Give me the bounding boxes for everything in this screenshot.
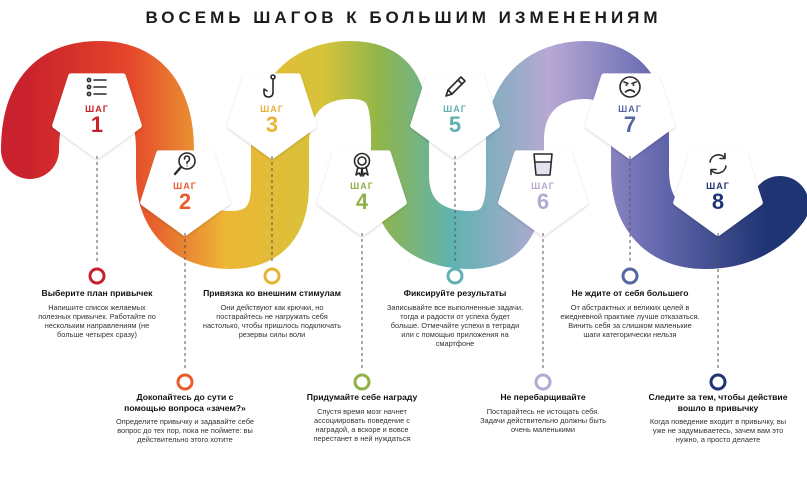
step-8-pentagon (673, 150, 763, 236)
question-magnifier-icon (172, 151, 198, 182)
step-6-label: ШАГ 6 (513, 181, 573, 213)
sad-face-icon (617, 74, 643, 105)
step-3-description: Привязка ко внешним стимулам Они действу… (202, 288, 342, 339)
step-7-label: ШАГ 7 (600, 104, 660, 136)
step-body: Определите привычку и задавайте себе воп… (116, 417, 254, 445)
step-word: ШАГ (260, 104, 284, 114)
step-heading: Не ждите от себя большего (571, 288, 689, 298)
step-body: Спустя время мозг начнет ассоциировать п… (313, 406, 411, 444)
step-word: ШАГ (173, 181, 197, 191)
step-body: От абстрактных и великих целей в ежеднев… (560, 302, 700, 340)
step-word: ШАГ (618, 104, 642, 114)
step-5-label: ШАГ 5 (425, 104, 485, 136)
wave-band (1, 40, 807, 270)
step-2-description: Докопайтесь до сути с помощью вопроса «з… (115, 392, 255, 445)
step-word: ШАГ (85, 104, 109, 114)
step-number: 7 (623, 112, 637, 137)
step-4-description: Придумайте себе награду Спустя время моз… (297, 392, 427, 443)
step-7-marker (621, 267, 639, 285)
step-5-description: Фиксируйте результаты Записывайте все вы… (385, 288, 525, 349)
pencil-icon (442, 74, 468, 105)
step-number: 5 (448, 112, 462, 137)
step-number: 8 (711, 189, 725, 214)
step-word: ШАГ (706, 181, 730, 191)
list-icon (84, 74, 110, 105)
page-title: ВОСЕМЬ ШАГОВ К БОЛЬШИМ ИЗМЕНЕНИЯМ (145, 8, 662, 27)
step-heading: Следите за тем, чтобы действие вошло в п… (648, 392, 788, 413)
step-4-marker (353, 373, 371, 391)
step-heading: Не перебарщивайте (500, 392, 586, 402)
step-number: 4 (355, 189, 369, 214)
step-2-marker (176, 373, 194, 391)
step-8-label: ШАГ 8 (688, 181, 748, 213)
step-heading: Фиксируйте результаты (403, 288, 507, 298)
step-body: Они действуют как крючки, но постарайтес… (202, 302, 342, 340)
step-6-marker (534, 373, 552, 391)
step-8-marker (709, 373, 727, 391)
step-number: 2 (178, 189, 192, 214)
step-1-pentagon (52, 73, 142, 159)
step-8-description: Следите за тем, чтобы действие вошло в п… (648, 392, 788, 445)
step-4-label: ШАГ 4 (332, 181, 392, 213)
step-number: 3 (265, 112, 279, 137)
award-medal-icon (349, 151, 375, 182)
step-6-description: Не перебарщивайте Постарайтесь не истоща… (478, 392, 608, 434)
step-number: 6 (536, 189, 550, 214)
step-3-marker (263, 267, 281, 285)
step-number: 1 (90, 112, 104, 137)
step-word: ШАГ (531, 181, 555, 191)
step-5-marker (446, 267, 464, 285)
step-body: Напишите список желаемых полезных привыч… (38, 302, 156, 340)
step-heading: Докопайтесь до сути с помощью вопроса «з… (124, 392, 246, 413)
step-heading: Выберите план привычек (41, 288, 153, 298)
step-2-label: ШАГ 2 (155, 181, 215, 213)
fishing-hook-icon (259, 74, 285, 105)
step-heading: Привязка ко внешним стимулам (203, 288, 341, 298)
step-body: Записывайте все выполненные задачи, тогд… (386, 302, 524, 349)
step-word: ШАГ (350, 181, 374, 191)
step-1-description: Выберите план привычек Напишите список ж… (32, 288, 162, 339)
glass-icon (530, 151, 556, 182)
refresh-cycle-icon (705, 151, 731, 182)
step-7-description: Не ждите от себя большего От абстрактных… (560, 288, 700, 339)
step-body: Когда поведение входит в привычку, вы уж… (649, 417, 787, 445)
step-heading: Придумайте себе награду (306, 392, 418, 402)
step-body: Постарайтесь не истощать себя. Задачи де… (480, 406, 606, 434)
step-3-pentagon (227, 73, 317, 159)
step-3-label: ШАГ 3 (242, 104, 302, 136)
step-word: ШАГ (443, 104, 467, 114)
step-1-marker (88, 267, 106, 285)
step-5-pentagon (410, 73, 500, 159)
step-1-label: ШАГ 1 (67, 104, 127, 136)
